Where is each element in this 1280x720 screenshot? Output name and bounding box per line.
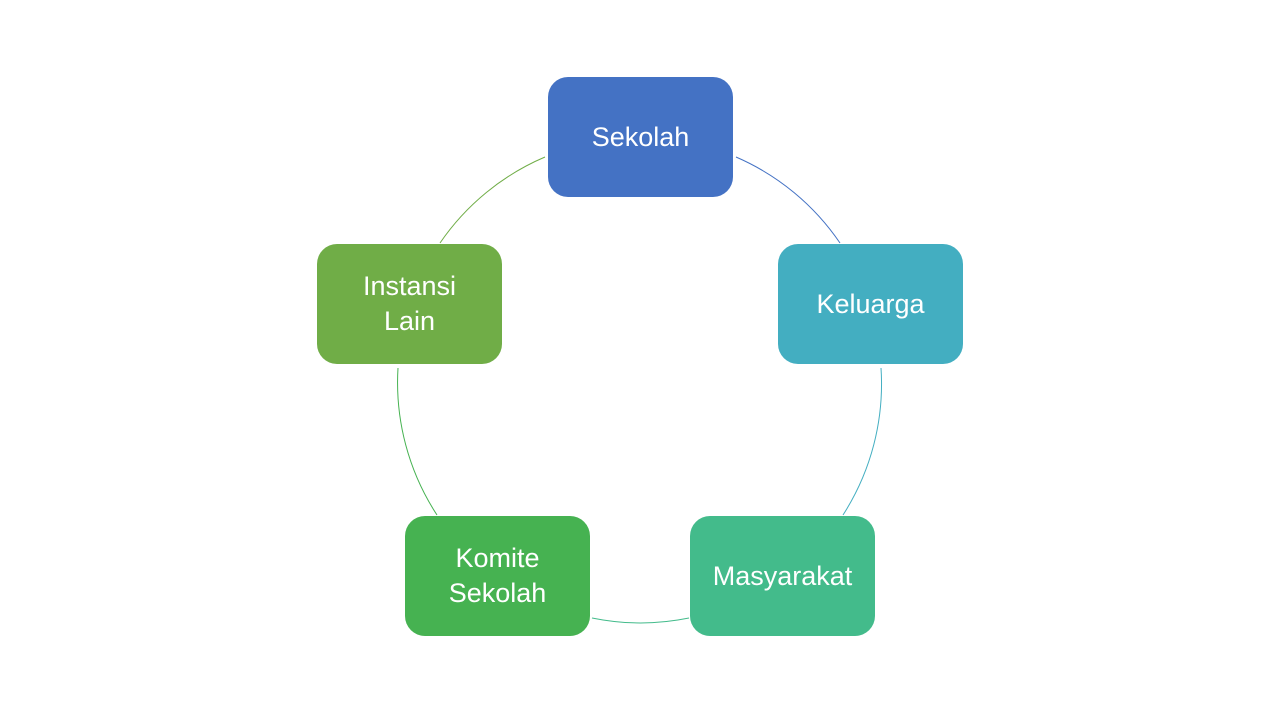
connector-komite-instansi: [397, 367, 438, 516]
node-label-sekolah: Sekolah: [591, 121, 690, 152]
connector-masyarakat-komite: [591, 617, 690, 624]
connector-instansi-sekolah: [439, 156, 546, 244]
node-sekolah: Sekolah: [548, 77, 733, 197]
node-label-keluarga: Keluarga: [816, 288, 925, 319]
node-keluarga: Keluarga: [778, 244, 963, 364]
node-label-komite-sekolah: Komite Sekolah: [448, 543, 547, 608]
node-label-instansi-lain: Instansi Lain: [362, 271, 457, 336]
node-komite-sekolah: Komite Sekolah: [405, 516, 590, 636]
connector-sekolah-keluarga: [735, 156, 841, 244]
node-instansi-lain: Instansi Lain: [317, 244, 502, 364]
connector-keluarga-masyarakat: [842, 367, 883, 516]
node-masyarakat: Masyarakat: [690, 516, 875, 636]
node-label-masyarakat: Masyarakat: [712, 560, 853, 591]
